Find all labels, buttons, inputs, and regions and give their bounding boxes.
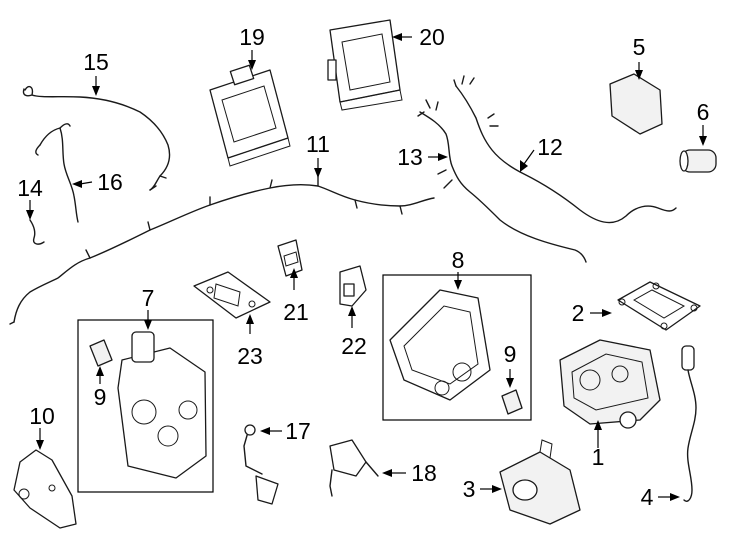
part-1-compressor — [559, 339, 661, 429]
label-14: 14 — [17, 175, 43, 201]
part-17-height-sensor — [243, 424, 279, 505]
label-16: 16 — [97, 169, 123, 195]
part-11-wiring-harness — [9, 175, 435, 325]
label-2: 2 — [572, 300, 585, 326]
part-4-sensor-cable — [681, 345, 697, 502]
label-10: 10 — [29, 403, 55, 429]
part-2-mounting-plate — [617, 281, 701, 331]
part-23-bracket — [193, 271, 271, 319]
part-9-fitting-left — [89, 339, 113, 367]
label-22: 22 — [341, 333, 367, 359]
part-20-control-module — [327, 19, 403, 111]
part-19-control-module — [209, 64, 291, 167]
label-23: 23 — [237, 343, 263, 369]
leader-lines — [26, 33, 707, 501]
label-12: 12 — [537, 134, 563, 160]
part-22-sensor — [339, 265, 367, 307]
part-5-cover — [609, 73, 663, 135]
label-4: 4 — [641, 484, 654, 510]
part-18-height-sensor — [329, 439, 379, 497]
part-12-wiring-harness — [453, 75, 677, 224]
label-7: 7 — [142, 285, 155, 311]
part-3-housing — [499, 439, 581, 525]
part-21-bracket — [277, 239, 303, 277]
label-20: 20 — [419, 24, 445, 50]
label-9-right: 9 — [504, 341, 517, 367]
part-9-fitting-right — [501, 389, 523, 415]
part-14-clip — [29, 219, 45, 245]
label-5: 5 — [633, 34, 646, 60]
label-19: 19 — [239, 24, 265, 50]
label-8: 8 — [452, 247, 465, 273]
label-11: 11 — [306, 131, 330, 157]
part-16-wiring-harness — [35, 123, 79, 223]
label-3: 3 — [463, 476, 476, 502]
detail-box-8 — [382, 274, 532, 421]
label-1: 1 — [592, 444, 605, 470]
part-6-filter — [679, 149, 717, 173]
part-13-wiring-harness — [417, 99, 587, 263]
part-10-bracket — [13, 449, 77, 529]
label-13: 13 — [397, 144, 423, 170]
label-9-left: 9 — [94, 384, 107, 410]
label-15: 15 — [83, 49, 109, 75]
callout-labels: 1 2 3 4 5 6 7 8 9 9 10 11 12 13 14 15 16… — [17, 24, 709, 510]
label-6: 6 — [697, 99, 710, 125]
label-21: 21 — [283, 299, 309, 325]
part-15-wiring-harness — [22, 85, 171, 191]
part-7-valve-block — [117, 331, 207, 479]
part-8-valve-block — [389, 289, 491, 401]
label-17: 17 — [285, 418, 311, 444]
label-18: 18 — [411, 460, 437, 486]
